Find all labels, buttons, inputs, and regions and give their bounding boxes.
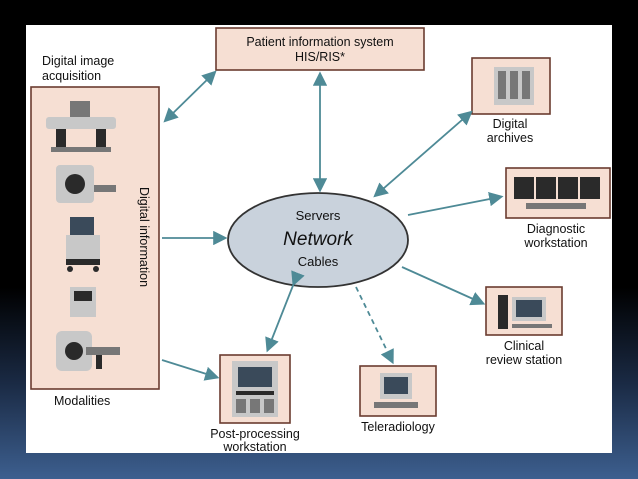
arrow-network-diagnostic [407, 192, 504, 216]
digital-archives-label-line2: archives [487, 131, 534, 145]
diagnostic-workstation-node: Diagnostic workstation [505, 167, 611, 250]
digital-information-label: Digital information [137, 187, 151, 287]
modality-xray-table-icon [46, 101, 116, 152]
teleradiology-node: Teleradiology [359, 365, 437, 434]
network-servers-label: Servers [296, 208, 341, 223]
clinical-label-line2: review station [486, 353, 562, 367]
arrow-network-postprocessing [265, 270, 305, 353]
modality-ct-icon [56, 331, 120, 371]
clinical-computer-icon [498, 295, 552, 329]
modality-mri-icon [56, 165, 116, 203]
arrow-archives-network [373, 110, 473, 198]
modality-ultrasound-icon [66, 217, 100, 272]
modalities-label: Modalities [54, 394, 110, 408]
diagnostic-monitors-icon [514, 177, 600, 209]
digital-archives-node: Digital archives [471, 57, 551, 145]
teleradiology-label: Teleradiology [361, 420, 435, 434]
clinical-review-node: Clinical review station [485, 286, 563, 367]
clinical-label-line1: Clinical [504, 339, 544, 353]
modality-digital-radiography-icon [70, 287, 96, 317]
arrow-his-modalities [163, 70, 217, 123]
postprocessing-workstation-icon [232, 361, 278, 417]
slide: Patient information system HIS/RIS* Digi… [26, 25, 612, 453]
postprocessing-node: Post-processing workstation [210, 354, 300, 453]
postprocessing-label-line2: workstation [222, 440, 286, 453]
diagnostic-label-line2: workstation [523, 236, 587, 250]
pacs-diagram: Patient information system HIS/RIS* Digi… [30, 27, 611, 453]
arrow-modalities-postprocessing [161, 359, 220, 381]
modalities-node: Digital information [30, 86, 160, 390]
acquisition-label-line1: Digital image [42, 54, 114, 68]
network-node: Servers Network Cables [227, 192, 409, 288]
digital-archives-label-line1: Digital [493, 117, 528, 131]
acquisition-label-line2: acquisition [42, 69, 101, 83]
his-ris-title: Patient information system [246, 35, 393, 49]
diagnostic-label-line1: Diagnostic [527, 222, 585, 236]
arrow-network-clinical [401, 266, 486, 306]
network-title: Network [283, 229, 354, 250]
archive-server-icon [494, 67, 534, 105]
postprocessing-label-line1: Post-processing [210, 427, 300, 441]
network-cables-label: Cables [298, 254, 339, 269]
arrow-network-teleradiology [355, 286, 394, 365]
teleradiology-computer-icon [374, 373, 418, 408]
his-ris-node: Patient information system HIS/RIS* [215, 27, 425, 71]
his-ris-subtitle: HIS/RIS* [295, 50, 345, 64]
